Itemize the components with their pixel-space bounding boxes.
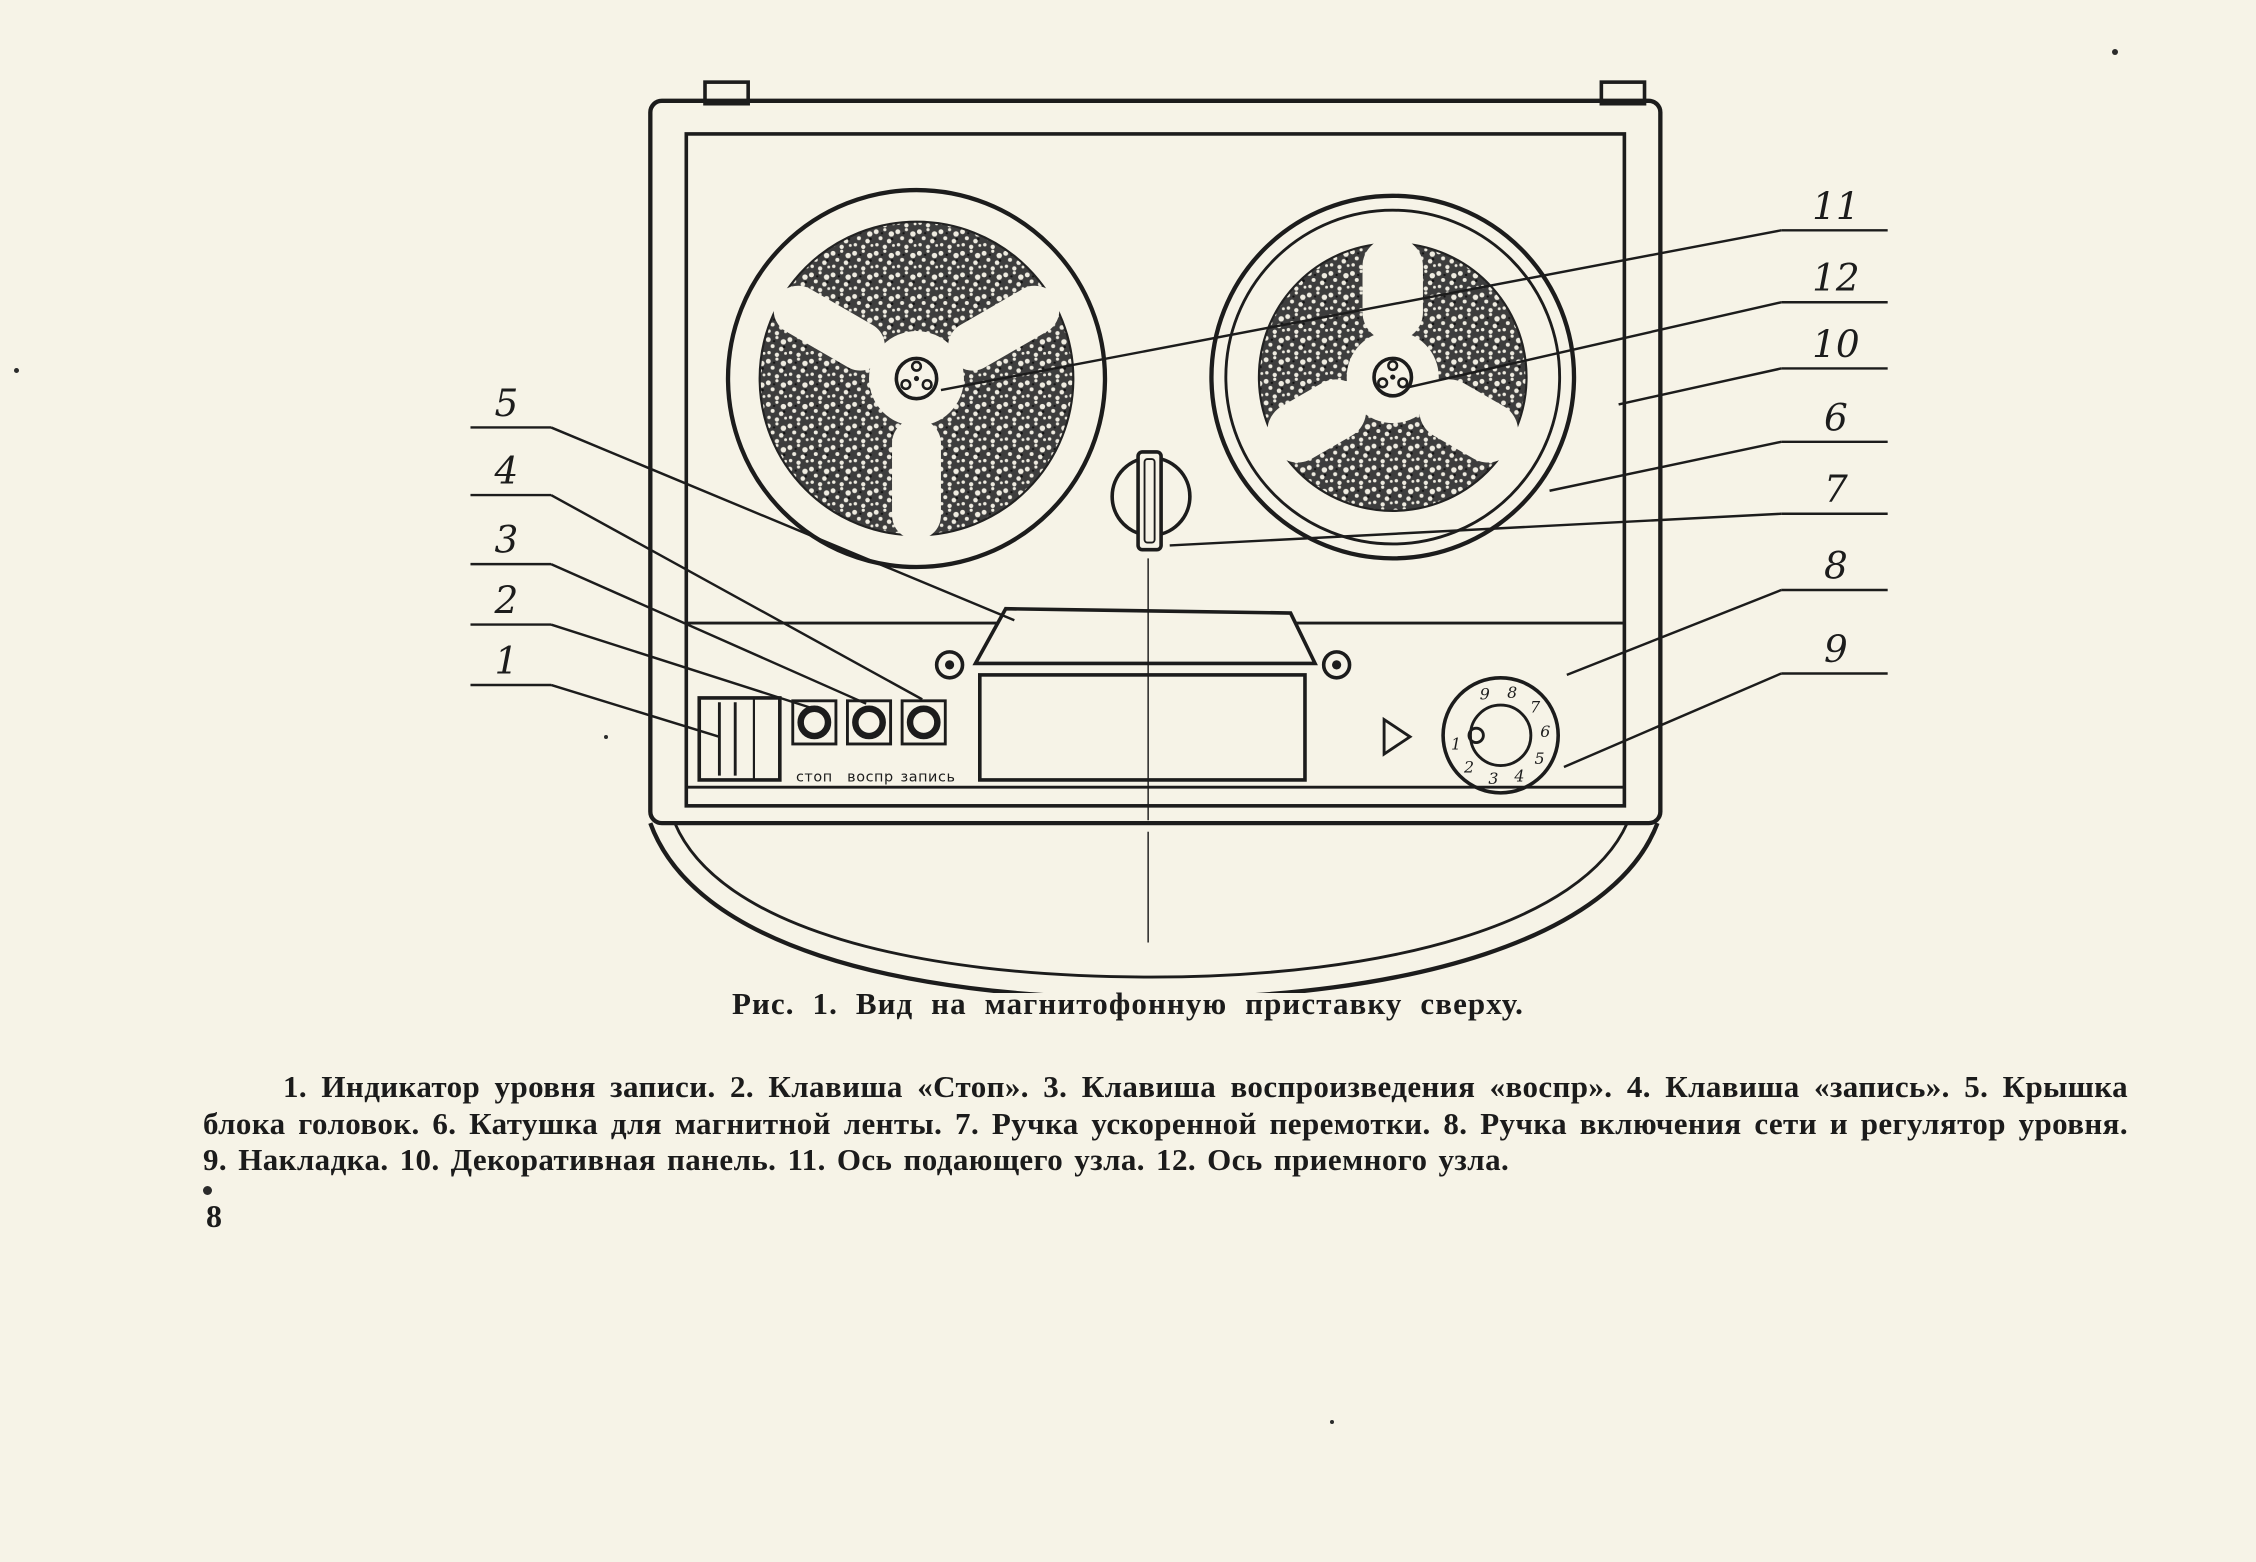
scan-speck [203, 1186, 212, 1195]
hinge-tab-left [703, 80, 750, 106]
screw-right-icon [1321, 650, 1352, 680]
take-up-spindle [1372, 356, 1414, 398]
record-level-indicator [697, 696, 782, 782]
callout-11: 11 [1812, 184, 1860, 228]
figure-diagram: стоп воспр запись 1 2 3 4 5 6 7 8 9 [470, 80, 1888, 993]
callout-5: 5 [495, 381, 519, 425]
page-number: 8 [206, 1198, 222, 1234]
record-button [900, 699, 947, 746]
knob-scale-digit: 8 [1507, 683, 1517, 702]
level-knob: 1 2 3 4 5 6 7 8 9 [1441, 675, 1560, 795]
knob-scale-digit: 9 [1480, 684, 1490, 703]
callout-leader-lines [470, 229, 1888, 769]
rewind-handle [1110, 450, 1192, 552]
callout-12: 12 [1812, 256, 1860, 300]
head-block-plate [978, 673, 1307, 782]
callout-2: 2 [494, 578, 519, 622]
callout-10: 10 [1812, 322, 1860, 366]
supply-reel [725, 187, 1108, 570]
scan-speck [2112, 49, 2118, 55]
stop-button-label: стоп [796, 769, 833, 785]
screw-left-icon [934, 650, 965, 680]
deck-case [648, 80, 1663, 993]
figure-caption: Рис. 1. Вид на магнитофонную приставку с… [0, 986, 2256, 1022]
play-button-label: воспр [847, 769, 894, 785]
callout-4: 4 [494, 449, 519, 493]
scan-speck [1330, 1420, 1334, 1424]
callout-1: 1 [495, 638, 519, 682]
front-apron-inner [673, 822, 1629, 979]
pointer-triangle-icon [1382, 716, 1413, 757]
callout-8: 8 [1824, 544, 1848, 588]
case-outline [648, 98, 1663, 826]
record-button-label: запись [900, 769, 955, 785]
key-buttons: стоп воспр запись [791, 699, 955, 785]
callout-7: 7 [1824, 467, 1848, 511]
knob-scale-digit: 7 [1530, 697, 1541, 716]
scan-speck [604, 735, 608, 739]
callout-6: 6 [1824, 395, 1848, 439]
callout-3: 3 [495, 518, 519, 562]
knob-scale-digit: 6 [1540, 722, 1550, 741]
knob-scale-digit: 5 [1534, 749, 1544, 768]
callout-9: 9 [1824, 627, 1848, 671]
hinge-tab-right [1599, 80, 1647, 106]
knob-scale-digit: 4 [1513, 766, 1524, 785]
callout-numbers: 11 12 10 6 7 8 9 5 4 3 2 1 [494, 184, 1860, 683]
knob-scale-digit: 3 [1488, 769, 1498, 788]
front-apron-outer [648, 822, 1660, 993]
knob-scale-digit: 2 [1463, 758, 1474, 777]
legend-paragraph: 1. Индикатор уровня записи. 2. Клавиша «… [203, 1069, 2128, 1177]
knob-scale-digit: 1 [1451, 735, 1461, 754]
scan-speck [14, 368, 19, 373]
play-button [846, 699, 893, 746]
supply-spindle [894, 356, 939, 401]
figure-caption-number: Рис. 1. [731, 986, 838, 1021]
figure-caption-text: Вид на магнитофонную приставку сверху. [855, 986, 1525, 1021]
take-up-reel [1209, 193, 1577, 561]
head-block-cover [972, 606, 1318, 782]
decorative-panel [684, 132, 1627, 808]
stop-button [791, 699, 838, 746]
